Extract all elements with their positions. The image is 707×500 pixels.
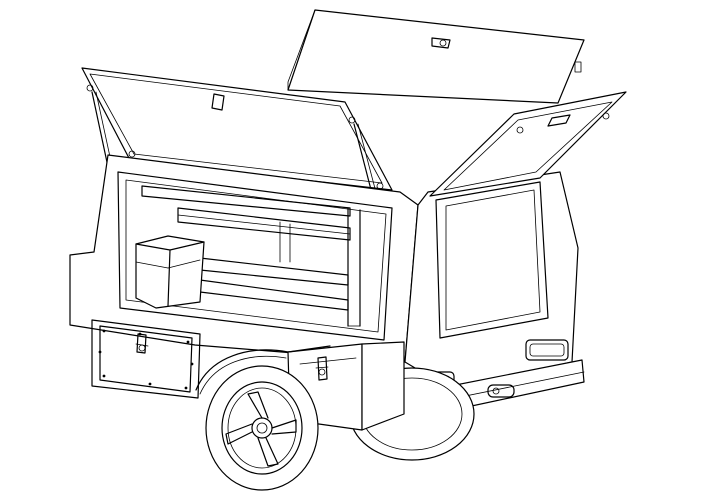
- body-rear: [404, 171, 585, 421]
- front-hatch-panel: [91, 319, 201, 399]
- wheel-front: [205, 365, 319, 491]
- right-rear-door: [429, 91, 627, 197]
- fender: [195, 349, 289, 395]
- rear-lid: [287, 9, 585, 104]
- left-side-lid: [81, 67, 393, 191]
- interior-box: [135, 235, 205, 309]
